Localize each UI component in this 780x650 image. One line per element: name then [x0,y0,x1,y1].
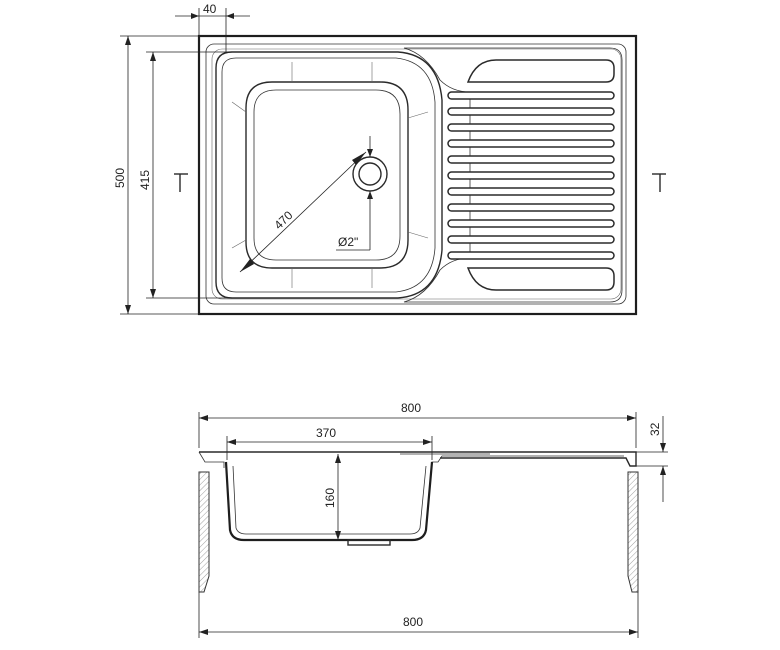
bowl-inner-bottom [245,81,409,269]
drainer-bottom-groove [466,267,615,291]
front-view: 800 370 160 32 [198,401,668,638]
rim-offset-label: 40 [203,2,217,16]
bowl-width-label: 370 [316,426,336,440]
countertop-left [198,471,210,593]
countertop-right [627,471,639,593]
sink-rim-profile [199,451,637,467]
bowl-outer-contour [215,51,443,299]
bowl-diagonal-label: 470 [271,208,295,232]
drainer-grooves [447,91,615,260]
overall-depth-label: 500 [113,168,127,188]
overall-width-top-label: 800 [401,401,421,415]
drainer-top-groove [466,59,615,83]
bowl-section-profile [224,461,434,542]
rim-height-label: 32 [648,422,662,436]
drain-inner-ring [358,162,382,186]
top-view: 470 Ø2" 40 [113,2,666,316]
bowl-depth-label: 415 [138,170,152,190]
drain-outlet [347,539,391,546]
drainer-outline [403,47,623,303]
bowl-height-label: 160 [323,488,337,508]
section-marker-right [652,173,666,192]
overall-width-bottom-label: 800 [403,615,423,629]
section-marker-left [174,173,188,192]
sink-outer-frame [197,34,638,316]
sink-inner-rim [205,43,627,305]
drain-size-label: Ø2" [338,235,358,249]
